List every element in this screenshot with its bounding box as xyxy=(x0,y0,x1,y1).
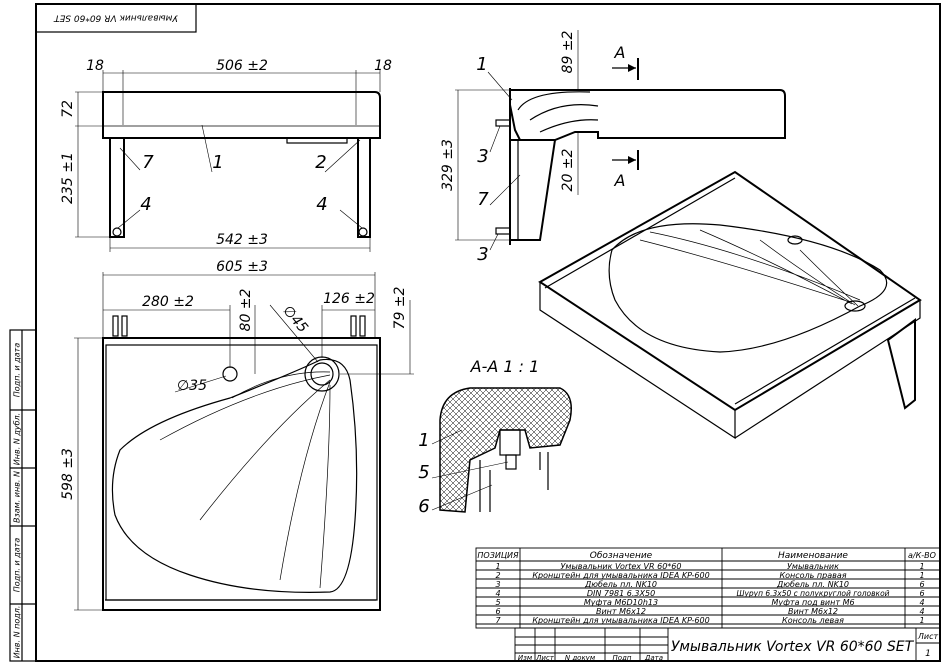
parts-row-1-pos: 1 xyxy=(495,562,500,571)
tb-col-date: Дата xyxy=(644,654,663,662)
parts-row-6-designation: Винт M6x12 xyxy=(596,607,646,616)
section-title: A-A 1 : 1 xyxy=(470,357,540,376)
parts-row-7-pos: 7 xyxy=(495,616,501,625)
top-dim-80: 80 ±2 xyxy=(238,288,254,331)
isometric-view xyxy=(538,170,922,440)
front-callout-1: 1 xyxy=(212,152,223,173)
section-mark-top: A xyxy=(614,43,626,62)
parts-row-2-pos: 2 xyxy=(495,571,500,580)
section-callout-1: 1 xyxy=(418,430,429,451)
parts-row-3-pos: 3 xyxy=(495,580,500,589)
side-callout-3-bottom: 3 xyxy=(477,244,488,265)
front-view: 18 506 ±2 18 72 235 ±1 542 ±3 7 1 2 4 4 xyxy=(60,58,392,252)
front-dim-235: 235 ±1 xyxy=(60,152,76,204)
parts-row-6-name: Винт M6x12 xyxy=(788,607,838,616)
side-dim-20: 20 ±2 xyxy=(560,148,576,191)
top-dim-605: 605 ±3 xyxy=(216,259,268,275)
parts-row-1-designation: Умывальник Vortex VR 60*60 xyxy=(561,562,682,571)
front-dim-right-18: 18 xyxy=(374,58,392,74)
tb-col-izm: Изм xyxy=(518,654,533,662)
parts-row-3-qty: 6 xyxy=(919,580,924,589)
front-callout-7: 7 xyxy=(142,152,154,173)
parts-row-2-designation: Кронштейн для умывальника IDEA KP-600 xyxy=(532,571,709,580)
side-dim-329: 329 ±3 xyxy=(440,139,456,191)
front-dim-left-18: 18 xyxy=(86,58,104,74)
top-dim-598: 598 ±3 xyxy=(60,448,76,500)
parts-row-3-designation: Дюбель пл. NK10 xyxy=(584,580,657,589)
side-stamps: Подп. и дата Инв. N дубл. Взам. инв. N П… xyxy=(9,329,37,662)
corner-stamp-box xyxy=(35,3,197,33)
top-dim-280: 280 ±2 xyxy=(142,294,194,310)
corner-stamp: Умывальник VR 60*60 SET xyxy=(53,13,178,23)
side-stamp-2: Инв. N дубл. xyxy=(13,413,22,465)
side-stamp-1: Подп. и дата xyxy=(13,343,22,398)
parts-row-1-name: Умывальник xyxy=(787,562,839,571)
parts-row-7-qty: 1 xyxy=(919,616,924,625)
section-callout-5: 5 xyxy=(418,462,429,483)
parts-row-2-name: Консоль правая xyxy=(779,571,846,580)
parts-header-designation: Обозначение xyxy=(590,551,653,561)
side-stamp-5: Инв. N подл. xyxy=(13,606,22,659)
side-callout-7: 7 xyxy=(477,189,489,210)
parts-row-7-designation: Кронштейн для умывальника IDEA KP-600 xyxy=(532,616,709,625)
tb-col-sign: Подп xyxy=(613,654,632,662)
tb-col-docnum: N докум xyxy=(565,654,596,662)
parts-row-1-qty: 1 xyxy=(919,562,924,571)
title-block: Изм Лист N докум Подп Дата Умывальник Vo… xyxy=(514,627,941,662)
tb-col-list: Лист xyxy=(535,654,555,662)
parts-row-7-name: Консоль левая xyxy=(782,616,844,625)
parts-header-position: ПОЗИЦИЯ xyxy=(477,551,519,560)
front-callout-4-right: 4 xyxy=(316,194,327,215)
top-dim-dia45: ∅45 xyxy=(279,303,311,336)
parts-row-4-qty: 6 xyxy=(919,589,924,598)
parts-table: ПОЗИЦИЯ Обозначение Наименование а/К-ВО … xyxy=(475,547,941,629)
tb-title: Умывальник Vortex VR 60*60 SET xyxy=(671,639,915,655)
parts-header-name: Наименование xyxy=(778,551,848,561)
parts-row-4-name: Шуруп 6.3x50 с полукруглой головкой xyxy=(736,589,889,598)
parts-row-6-qty: 4 xyxy=(919,607,924,616)
front-callout-2: 2 xyxy=(315,152,326,173)
parts-header-qty: а/К-ВО xyxy=(908,551,936,560)
front-dim-width-506: 506 ±2 xyxy=(216,58,268,74)
section-view: A-A 1 : 1 1 5 6 xyxy=(418,357,572,517)
front-dim-72: 72 xyxy=(60,100,76,118)
top-dim-79: 79 ±2 xyxy=(392,286,408,329)
parts-row-5-designation: Муфта M6D10h13 xyxy=(584,598,658,607)
parts-row-5-pos: 5 xyxy=(495,598,500,607)
section-mark-bottom: A xyxy=(614,171,626,190)
tb-sheet-number: 1 xyxy=(925,649,931,659)
parts-row-5-name: Муфта под винт M6 xyxy=(771,598,854,607)
parts-row-3-name: Дюбель пл. NK10 xyxy=(776,580,849,589)
side-dim-89: 89 ±2 xyxy=(560,30,576,73)
front-dim-542: 542 ±3 xyxy=(216,232,268,248)
parts-row-4-designation: DIN 7981 6.3X50 xyxy=(587,589,655,598)
top-dim-dia35: ∅35 xyxy=(177,378,207,394)
top-view: 605 ±3 280 ±2 80 ±2 ∅45 126 ±2 79 ±2 ∅35… xyxy=(60,259,414,611)
side-stamp-3: Взам. инв. N xyxy=(13,471,22,523)
side-callout-1: 1 xyxy=(476,54,487,75)
top-dim-126: 126 ±2 xyxy=(323,291,375,307)
side-view: 89 ±2 329 ±3 20 ±2 A A 1 3 7 3 xyxy=(440,30,786,265)
tb-sheet-label: Лист xyxy=(917,632,939,641)
parts-row-5-qty: 4 xyxy=(919,598,924,607)
parts-row-2-qty: 1 xyxy=(919,571,924,580)
section-callout-6: 6 xyxy=(418,496,429,517)
front-callout-4-left: 4 xyxy=(140,194,151,215)
side-callout-3-top: 3 xyxy=(477,146,488,167)
side-stamp-4: Подп. и дата xyxy=(13,538,22,593)
parts-row-4-pos: 4 xyxy=(495,589,500,598)
parts-row-6-pos: 6 xyxy=(495,607,500,616)
section-hatch xyxy=(439,387,572,513)
